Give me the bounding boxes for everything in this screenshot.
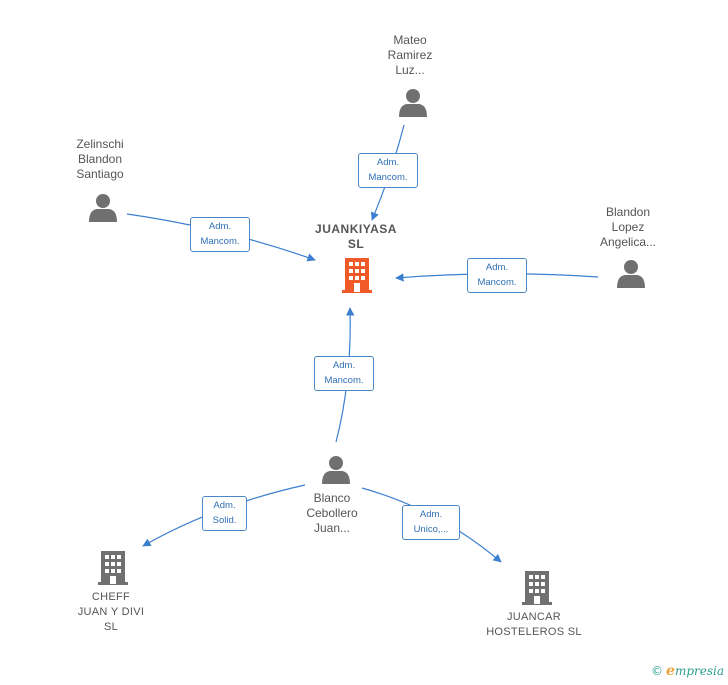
- relation-label-blandon[interactable]: Adm. Mancom.: [467, 258, 527, 293]
- relation-label-juancar[interactable]: Adm. Unico,...: [402, 505, 460, 540]
- person-name-mateo[interactable]: Mateo Ramirez Luz...: [387, 33, 433, 77]
- person-name-zelinschi[interactable]: Zelinschi Blandon Santiago: [76, 137, 124, 181]
- building-icon[interactable]: [342, 258, 372, 293]
- copyright-icon: ©: [651, 664, 664, 678]
- relation-label-zelinschi[interactable]: Adm. Mancom.: [190, 217, 250, 252]
- relation-label-mateo[interactable]: Adm. Mancom.: [358, 153, 418, 188]
- company-name-juancar[interactable]: JUANCAR HOSTELEROS SL: [486, 611, 582, 638]
- person-icon[interactable]: [89, 194, 117, 222]
- person-name-blandon[interactable]: Blandon Lopez Angelica...: [599, 205, 657, 249]
- person-icon[interactable]: [399, 89, 427, 117]
- building-icon[interactable]: [522, 571, 552, 605]
- relation-label-blanco[interactable]: Adm. Mancom.: [314, 356, 374, 391]
- relation-label-cheff[interactable]: Adm. Solid.: [202, 496, 247, 531]
- company-name-main[interactable]: JUANKIYASA SL: [315, 222, 397, 251]
- person-icon[interactable]: [322, 456, 350, 484]
- person-name-blanco[interactable]: Blanco Cebollero Juan...: [306, 491, 358, 535]
- company-name-cheff[interactable]: CHEFF JUAN Y DIVI SL: [77, 591, 145, 633]
- brand-logo[interactable]: ©empresia: [651, 663, 724, 679]
- person-icon[interactable]: [617, 260, 645, 288]
- building-icon[interactable]: [98, 551, 128, 585]
